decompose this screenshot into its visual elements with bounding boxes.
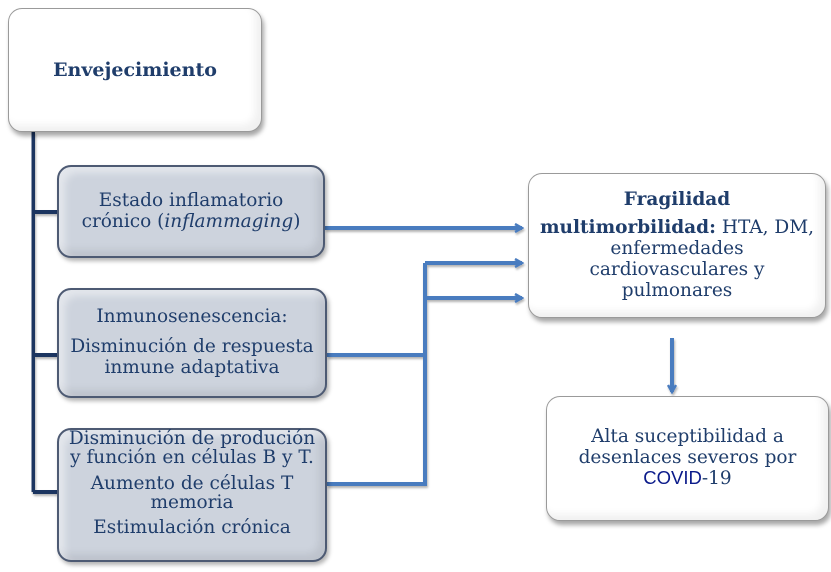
fragility-box: Fragilidad multimorbilidad: HTA, DM, enf… <box>528 173 826 318</box>
inflammaging-line-1: Estado inflamatorio <box>98 189 284 211</box>
outcome-line-3: COVID-19 <box>643 467 732 490</box>
immunosenescence-box: Inmunosenescencia: Disminución de respue… <box>57 288 327 398</box>
outcome-box: Alta suceptibilidad a desenlaces severos… <box>546 396 829 521</box>
immunosenescence-line-2: Disminución de respuesta <box>70 336 314 358</box>
fragility-line-4: pulmonares <box>621 279 733 301</box>
fragility-heading: Fragilidad <box>623 188 731 210</box>
immunosenescence-line-3: inmune adaptativa <box>104 356 280 378</box>
lymphocyte-line-3: Aumento de células T <box>90 472 294 494</box>
aging-label: Envejecimiento <box>53 59 217 81</box>
outcome-line-1: Alta suceptibilidad a <box>591 425 784 447</box>
fragility-line-1: multimorbilidad: HTA, DM, <box>539 217 815 239</box>
inflammaging-line-2: crónico (inflammaging) <box>81 210 301 232</box>
lymphocyte-line-1: Disminución de produción <box>68 428 316 449</box>
outcome-line-2: desenlaces severos por <box>578 446 797 468</box>
lymphocyte-line-4: memoria <box>150 491 234 513</box>
lymphocyte-line-2: y función en células B y T. <box>70 446 314 468</box>
fragility-line-3: cardiovasculares y <box>589 258 765 280</box>
lymphocyte-changes-box: Disminución de produción y función en cé… <box>57 428 327 562</box>
immunosenescence-title: Inmunosenescencia: <box>96 306 288 328</box>
inflammaging-box: Estado inflamatorio crónico (inflammagin… <box>57 165 325 258</box>
fragility-line-2: enfermedades <box>610 238 744 260</box>
covid-label: COVID <box>643 467 702 489</box>
connector-cells <box>327 263 427 486</box>
aging-box: Envejecimiento <box>8 8 262 132</box>
tree-connector <box>31 132 57 494</box>
lymphocyte-line-5: Estimulación crónica <box>93 517 291 539</box>
